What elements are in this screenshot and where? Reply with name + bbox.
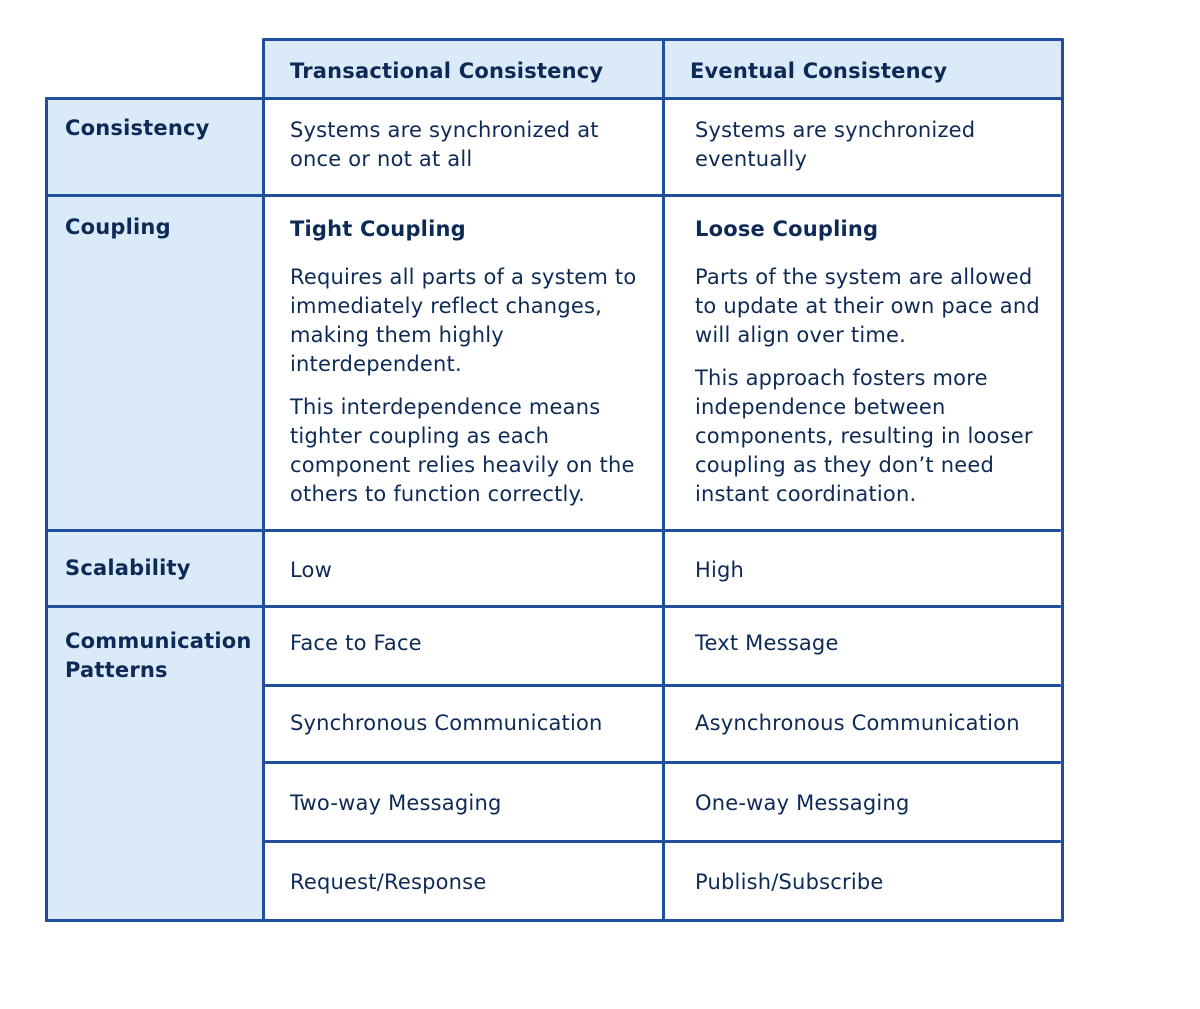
- cell-communication-4-eventual: Publish/Subscribe: [664, 842, 1062, 921]
- cell-communication-3-eventual-text: One-way Messaging: [695, 791, 910, 815]
- row-header-communication-label: Communication Patterns: [65, 629, 252, 682]
- grid-line-row-header-right: [262, 38, 265, 922]
- row-header-coupling: Coupling: [46, 195, 264, 531]
- column-header-eventual: Eventual Consistency: [664, 40, 1062, 98]
- loose-coupling-paragraph-2: This approach fosters more independence …: [695, 366, 1033, 506]
- tight-coupling-paragraph-2: This interdependence means tighter coupl…: [290, 395, 635, 506]
- row-header-scalability: Scalability: [46, 531, 264, 607]
- grid-line-left: [45, 97, 48, 922]
- loose-coupling-title: Loose Coupling: [695, 217, 879, 241]
- row-header-consistency: Consistency: [46, 98, 264, 195]
- cell-communication-3-eventual: One-way Messaging: [664, 763, 1062, 842]
- grid-line-coupling-bottom: [45, 529, 1061, 532]
- cell-communication-1-eventual-text: Text Message: [695, 631, 839, 655]
- row-header-consistency-label: Consistency: [65, 116, 210, 140]
- cell-communication-4-eventual-text: Publish/Subscribe: [695, 870, 884, 894]
- row-header-scalability-label: Scalability: [65, 556, 191, 580]
- cell-scalability-eventual-text: High: [695, 558, 745, 582]
- cell-coupling-transactional: Tight Coupling Requires all parts of a s…: [264, 195, 664, 531]
- cell-communication-4-transactional: Request/Response: [264, 842, 664, 921]
- cell-communication-4-transactional-text: Request/Response: [290, 870, 487, 894]
- cell-communication-2-eventual: Asynchronous Communication: [664, 685, 1062, 763]
- grid-line-right: [1061, 38, 1064, 922]
- cell-communication-1-eventual: Text Message: [664, 607, 1062, 685]
- cell-communication-3-transactional-text: Two-way Messaging: [290, 791, 502, 815]
- row-header-communication: Communication Patterns: [46, 607, 264, 921]
- tight-coupling-paragraph-1: Requires all parts of a system to immedi…: [290, 265, 637, 376]
- cell-consistency-eventual: Systems are synchronized eventually: [664, 98, 1062, 195]
- cell-communication-2-transactional-text: Synchronous Communication: [290, 711, 603, 735]
- cell-communication-1-transactional: Face to Face: [264, 607, 664, 685]
- grid-line-bottom: [45, 919, 1063, 922]
- cell-scalability-transactional: Low: [264, 531, 664, 607]
- cell-consistency-transactional: Systems are synchronized at once or not …: [264, 98, 664, 195]
- cell-coupling-eventual: Loose Coupling Parts of the system are a…: [664, 195, 1062, 531]
- cell-scalability-transactional-text: Low: [290, 558, 332, 582]
- grid-line-scalability-bottom: [45, 605, 1061, 608]
- grid-line-consistency-bottom: [45, 194, 1061, 197]
- grid-line-column-divider: [662, 38, 665, 922]
- column-header-transactional: Transactional Consistency: [264, 40, 664, 98]
- column-header-transactional-label: Transactional Consistency: [290, 59, 604, 83]
- cell-communication-2-eventual-text: Asynchronous Communication: [695, 711, 1020, 735]
- grid-line-header-bottom: [45, 97, 1063, 100]
- row-header-coupling-label: Coupling: [65, 215, 171, 239]
- cell-consistency-transactional-text: Systems are synchronized at once or not …: [290, 118, 599, 171]
- cell-consistency-eventual-text: Systems are synchronized eventually: [695, 118, 976, 171]
- column-header-eventual-label: Eventual Consistency: [690, 59, 948, 83]
- row-header-background: [46, 98, 264, 921]
- cell-communication-2-transactional: Synchronous Communication: [264, 685, 664, 763]
- cell-communication-3-transactional: Two-way Messaging: [264, 763, 664, 842]
- cell-communication-1-transactional-text: Face to Face: [290, 631, 422, 655]
- tight-coupling-title: Tight Coupling: [290, 217, 466, 241]
- cell-scalability-eventual: High: [664, 531, 1062, 607]
- loose-coupling-paragraph-1: Parts of the system are allowed to updat…: [695, 265, 1040, 347]
